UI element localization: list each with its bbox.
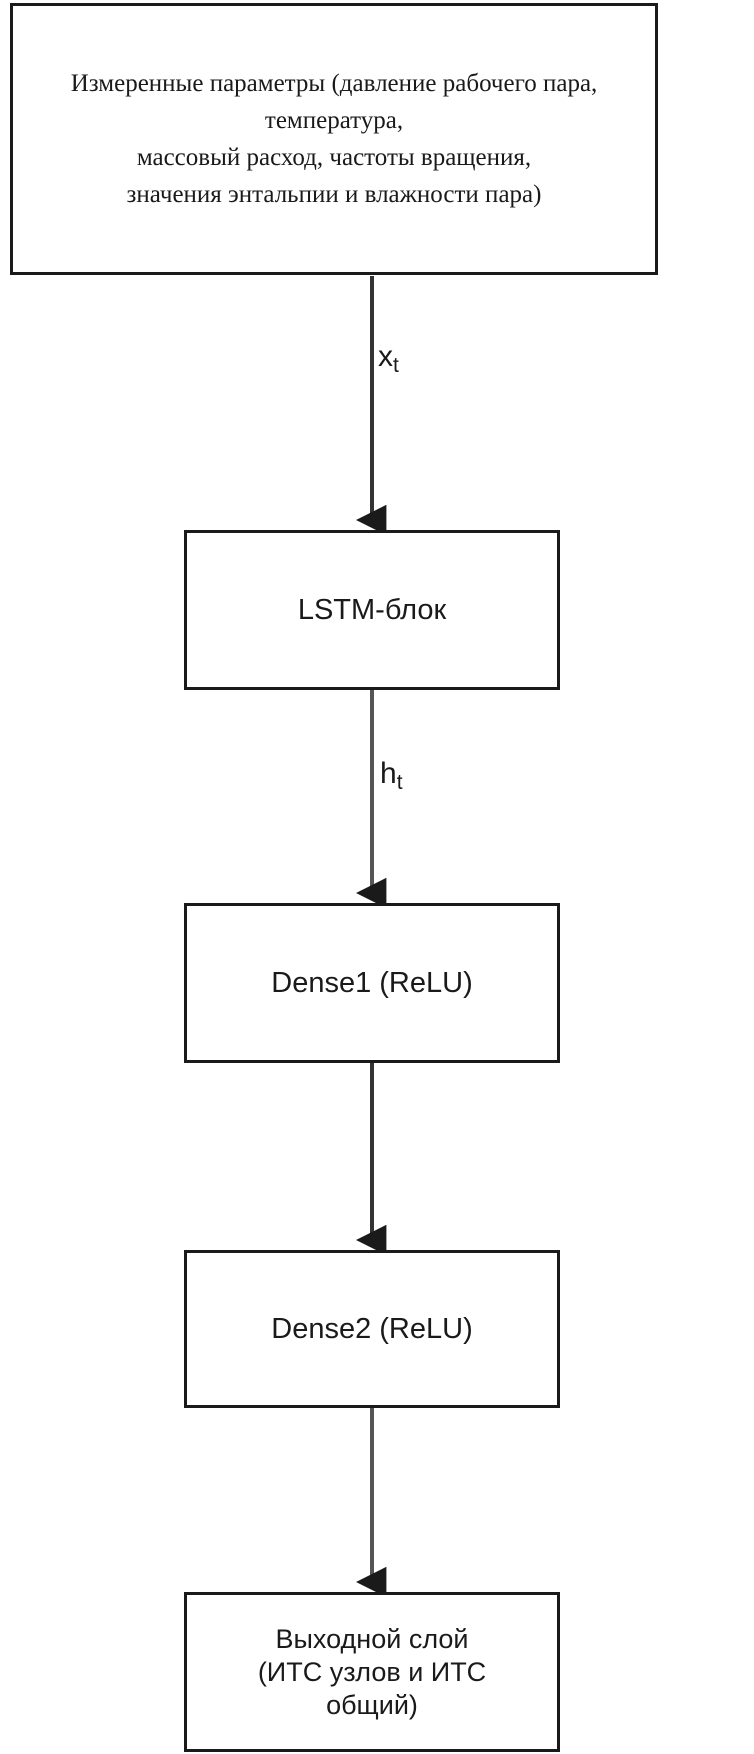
node-label-output: Выходной слой (ИТС узлов и ИТС общий): [257, 1623, 487, 1720]
node-output-layer[interactable]: Выходной слой (ИТС узлов и ИТС общий): [184, 1592, 560, 1752]
node-label-dense2: Dense2 (ReLU): [271, 1313, 473, 1345]
edge-label-xt: xt: [378, 340, 399, 377]
node-dense2[interactable]: Dense2 (ReLU): [184, 1250, 560, 1408]
node-label-inputs: Измеренные параметры (давление рабочего …: [70, 70, 598, 208]
node-measured-parameters[interactable]: Измеренные параметры (давление рабочего …: [10, 3, 658, 275]
node-label-dense1: Dense1 (ReLU): [271, 967, 473, 999]
edge-label-xt-subscript: t: [393, 354, 399, 377]
edge-label-ht: ht: [380, 757, 403, 794]
edge-label-xt-base: x: [378, 340, 393, 373]
edge-label-ht-base: h: [380, 757, 397, 790]
node-dense1[interactable]: Dense1 (ReLU): [184, 903, 560, 1063]
node-label-lstm: LSTM-блок: [297, 594, 447, 626]
edge-label-ht-subscript: t: [396, 771, 403, 794]
node-lstm-block[interactable]: LSTM-блок: [184, 530, 560, 690]
